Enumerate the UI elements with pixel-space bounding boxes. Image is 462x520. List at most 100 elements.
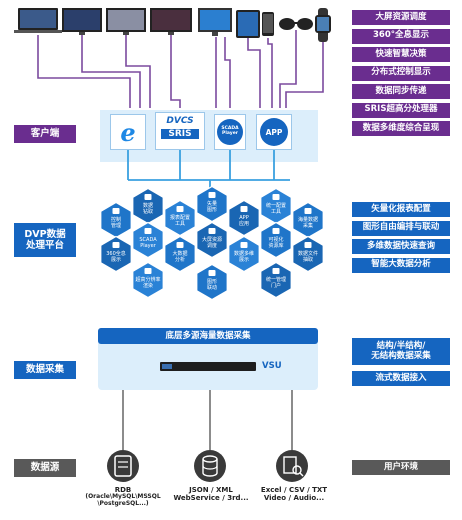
hexagon-label: 大数据分析 [172,250,187,263]
source-label: 数据源 [14,459,76,477]
module-icon [176,242,184,248]
source-detail-rdb: (Oracle\MySQL\MSSQL \PostgreSQL...) [85,493,161,507]
app-icon: APP [260,118,288,146]
glasses-icon [279,18,313,30]
module-icon [304,208,312,214]
hexagon-label: 数据钻取 [143,202,153,215]
module-icon [272,194,280,200]
client-label: 客户端 [14,125,76,143]
module-icon [272,228,280,234]
device-row [14,8,331,42]
platform-feature-2: 图形自由编排与联动 [352,220,450,236]
module-icon [112,208,120,214]
tablet-icon [236,10,260,38]
top-feature-7: 数据多维度综合呈现 [352,121,450,136]
source-icons [107,450,308,482]
collection-feature-stream: 流式数据接入 [352,371,450,386]
sris-label: SRIS [161,129,199,139]
module-icon [240,206,248,212]
monitor-icon [62,8,102,35]
hexagon-label: 超高分辨率渲染 [135,276,160,289]
platform-feature-4: 智能大数据分析 [352,257,450,273]
hexagon-label: 可视化资源库 [268,236,283,249]
hexagon-label: 矢量图形 [207,200,217,213]
hexagon-module [164,199,196,237]
hexagon-module [196,263,228,301]
hexagon-label: 数据文件抽取 [298,250,318,263]
hexagon-module [260,261,292,299]
app-label: APP [265,127,283,137]
source-detail-excel: Video / Audio... [263,494,325,503]
dashboard-screen-icon [150,8,192,35]
hexagon-module [196,185,228,223]
hexagon-label: 大屏资源调度 [202,236,222,249]
rdb-icon [107,450,139,482]
hexagon-label: 360全息展示 [106,250,126,263]
source-caption-json: JSON / XML WebService / 3rd... [168,486,254,502]
hexagon-label: 统一配置工具 [266,202,286,215]
file-search-icon [276,450,308,482]
vsu-label: VSU [262,361,282,371]
hexagon-module [228,199,260,237]
ie-browser-app[interactable]: e [110,114,146,150]
hexagon-module [100,235,132,273]
top-feature-6: SRIS超高分处理器 [352,102,450,118]
module-icon [144,228,152,234]
hexagon-module [260,221,292,259]
module-icon [272,268,280,274]
hexagon-label: 数据多维展示 [234,250,254,263]
scada-player-label: SCADA Player [221,126,239,136]
hexagon-label: 报表配置工具 [170,214,190,227]
desktop-icon [198,8,232,36]
source-feature-user-env: 用户环境 [352,460,450,475]
top-feature-1: 大屏资源调度 [352,10,450,25]
module-icon [304,242,312,248]
laptop-icon [14,8,62,33]
top-feature-3: 快速智慧决策 [352,47,450,62]
phone-icon [262,12,274,36]
top-feature-2: 360°全息显示 [352,28,450,44]
database-icon [194,450,226,482]
hexagon-module [132,221,164,259]
collection-title-bar [98,328,318,344]
ie-browser-icon: e [120,117,136,147]
source-detail-json: WebService / 3rd... [173,494,249,503]
hexagon-label: 图形联动 [207,278,217,291]
watch-icon [315,8,331,42]
source-title-rdb: RDB [114,486,132,494]
source-title-excel: Excel / CSV / TXT [260,486,328,494]
platform-feature-1: 矢量化报表配置 [352,202,450,217]
map-screen-icon [106,8,146,35]
source-caption-rdb: RDB (Oracle\MySQL\MSSQL \PostgreSQL...) [78,486,168,508]
scada-player-app[interactable]: SCADA Player [214,114,246,150]
module-icon [144,268,152,274]
hexagon-label: 控制管理 [111,216,121,229]
platform-feature-3: 多维数据快速查询 [352,239,450,254]
hexagon-label: 海量数据采集 [298,216,318,229]
module-icon [208,192,216,198]
source-connectors [122,390,293,450]
vsu-server-icon [160,362,256,371]
scada-player-icon: SCADA Player [217,119,243,145]
hexagon-module [228,235,260,273]
dvcs-label: DVCS [166,116,194,126]
device-connectors [37,30,324,108]
module-icon [240,242,248,248]
hexagon-module [292,235,324,273]
module-icon [112,242,120,248]
module-icon [208,270,216,276]
dvcs-sris-app[interactable]: DVCS SRIS [155,112,205,150]
top-feature-4: 分布式控制显示 [352,65,450,81]
module-icon [176,206,184,212]
module-icon [144,194,152,200]
client-connectors [127,150,290,188]
hexagon-module [132,261,164,299]
hexagon-module [164,235,196,273]
app-client[interactable]: APP [256,114,292,150]
collection-title: 底层多源海量数据采集 [165,331,251,341]
hexagon-module [196,221,228,259]
